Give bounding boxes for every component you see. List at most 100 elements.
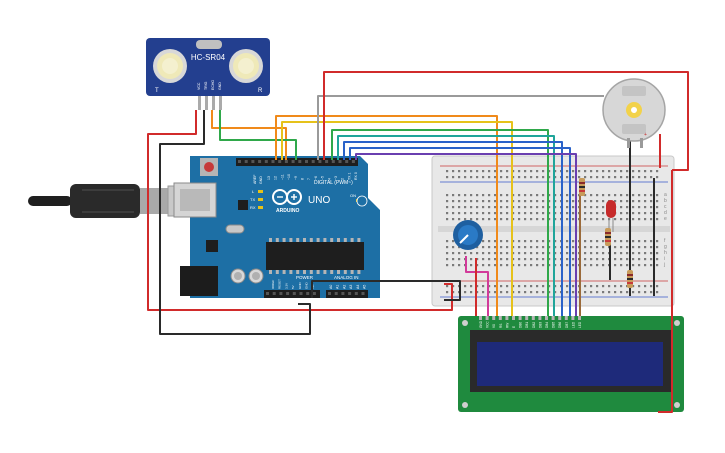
resistor-2[interactable] bbox=[605, 228, 611, 246]
breadboard-hole[interactable] bbox=[602, 285, 605, 288]
breadboard-hole[interactable] bbox=[488, 291, 491, 294]
breadboard-hole[interactable] bbox=[566, 200, 569, 203]
breadboard-hole[interactable] bbox=[536, 246, 539, 249]
breadboard-hole[interactable] bbox=[506, 240, 509, 243]
breadboard-hole[interactable] bbox=[458, 206, 461, 209]
breadboard-hole[interactable] bbox=[542, 206, 545, 209]
breadboard-hole[interactable] bbox=[632, 206, 635, 209]
breadboard-hole[interactable] bbox=[638, 176, 641, 179]
breadboard-hole[interactable] bbox=[596, 194, 599, 197]
breadboard-hole[interactable] bbox=[578, 170, 581, 173]
breadboard-hole[interactable] bbox=[626, 291, 629, 294]
header-pin[interactable] bbox=[341, 292, 345, 295]
breadboard-hole[interactable] bbox=[584, 285, 587, 288]
breadboard-hole[interactable] bbox=[482, 176, 485, 179]
wire-green-echo[interactable] bbox=[219, 110, 297, 160]
breadboard-hole[interactable] bbox=[596, 252, 599, 255]
breadboard-hole[interactable] bbox=[446, 194, 449, 197]
breadboard-hole[interactable] bbox=[548, 264, 551, 267]
breadboard-hole[interactable] bbox=[626, 170, 629, 173]
breadboard-hole[interactable] bbox=[572, 170, 575, 173]
breadboard-hole[interactable] bbox=[476, 285, 479, 288]
wire-red-power[interactable] bbox=[147, 110, 453, 311]
breadboard-hole[interactable] bbox=[470, 200, 473, 203]
header-pin[interactable] bbox=[272, 292, 276, 295]
breadboard-hole[interactable] bbox=[542, 240, 545, 243]
breadboard-hole[interactable] bbox=[530, 285, 533, 288]
breadboard-hole[interactable] bbox=[632, 218, 635, 221]
breadboard-hole[interactable] bbox=[482, 240, 485, 243]
breadboard-hole[interactable] bbox=[602, 212, 605, 215]
breadboard-hole[interactable] bbox=[536, 206, 539, 209]
breadboard-hole[interactable] bbox=[620, 194, 623, 197]
breadboard-hole[interactable] bbox=[644, 258, 647, 261]
breadboard-hole[interactable] bbox=[506, 285, 509, 288]
breadboard-hole[interactable] bbox=[626, 246, 629, 249]
breadboard-hole[interactable] bbox=[512, 200, 515, 203]
breadboard-hole[interactable] bbox=[494, 258, 497, 261]
breadboard-hole[interactable] bbox=[518, 194, 521, 197]
breadboard-hole[interactable] bbox=[614, 252, 617, 255]
breadboard-hole[interactable] bbox=[566, 252, 569, 255]
breadboard-hole[interactable] bbox=[584, 252, 587, 255]
breadboard-hole[interactable] bbox=[536, 291, 539, 294]
breadboard-hole[interactable] bbox=[452, 246, 455, 249]
breadboard-hole[interactable] bbox=[500, 258, 503, 261]
breadboard-hole[interactable] bbox=[524, 176, 527, 179]
header-pin[interactable] bbox=[299, 292, 303, 295]
breadboard-hole[interactable] bbox=[590, 246, 593, 249]
breadboard-hole[interactable] bbox=[554, 285, 557, 288]
breadboard-hole[interactable] bbox=[608, 176, 611, 179]
breadboard-hole[interactable] bbox=[518, 285, 521, 288]
breadboard-hole[interactable] bbox=[620, 258, 623, 261]
breadboard-hole[interactable] bbox=[602, 258, 605, 261]
lcd-pin[interactable] bbox=[485, 316, 489, 320]
header-pin[interactable] bbox=[286, 292, 290, 295]
breadboard-hole[interactable] bbox=[584, 206, 587, 209]
breadboard-hole[interactable] bbox=[524, 206, 527, 209]
breadboard-hole[interactable] bbox=[518, 246, 521, 249]
breadboard-hole[interactable] bbox=[518, 176, 521, 179]
breadboard-hole[interactable] bbox=[464, 170, 467, 173]
breadboard-hole[interactable] bbox=[638, 212, 641, 215]
breadboard-hole[interactable] bbox=[458, 258, 461, 261]
power-header[interactable] bbox=[266, 292, 316, 295]
breadboard-hole[interactable] bbox=[524, 264, 527, 267]
breadboard-hole[interactable] bbox=[632, 252, 635, 255]
breadboard-hole[interactable] bbox=[518, 252, 521, 255]
breadboard-hole[interactable] bbox=[572, 252, 575, 255]
breadboard-hole[interactable] bbox=[656, 258, 659, 261]
breadboard-hole[interactable] bbox=[644, 170, 647, 173]
breadboard-hole[interactable] bbox=[464, 218, 467, 221]
lcd-pin[interactable] bbox=[538, 316, 542, 320]
lcd-pin[interactable] bbox=[512, 316, 515, 320]
breadboard-hole[interactable] bbox=[542, 176, 545, 179]
breadboard-hole[interactable] bbox=[464, 206, 467, 209]
breadboard-hole[interactable] bbox=[620, 291, 623, 294]
breadboard-hole[interactable] bbox=[464, 194, 467, 197]
header-pin[interactable] bbox=[351, 160, 355, 163]
lcd-pin[interactable] bbox=[545, 316, 548, 320]
breadboard-hole[interactable] bbox=[584, 194, 587, 197]
breadboard-hole[interactable] bbox=[494, 246, 497, 249]
header-pin[interactable] bbox=[325, 160, 329, 163]
breadboard-hole[interactable] bbox=[644, 240, 647, 243]
wire-green-lcd[interactable] bbox=[331, 129, 549, 316]
breadboard-hole[interactable] bbox=[536, 212, 539, 215]
header-pin[interactable] bbox=[361, 292, 365, 295]
breadboard-hole[interactable] bbox=[446, 258, 449, 261]
breadboard-hole[interactable] bbox=[566, 264, 569, 267]
breadboard-hole[interactable] bbox=[614, 194, 617, 197]
breadboard-hole[interactable] bbox=[656, 200, 659, 203]
breadboard-hole[interactable] bbox=[470, 206, 473, 209]
breadboard-hole[interactable] bbox=[626, 194, 629, 197]
breadboard-hole[interactable] bbox=[506, 212, 509, 215]
breadboard-hole[interactable] bbox=[476, 218, 479, 221]
breadboard-hole[interactable] bbox=[584, 246, 587, 249]
breadboard-hole[interactable] bbox=[482, 170, 485, 173]
breadboard-hole[interactable] bbox=[494, 240, 497, 243]
breadboard-hole[interactable] bbox=[470, 212, 473, 215]
breadboard-hole[interactable] bbox=[554, 291, 557, 294]
breadboard-hole[interactable] bbox=[644, 264, 647, 267]
breadboard-hole[interactable] bbox=[596, 170, 599, 173]
